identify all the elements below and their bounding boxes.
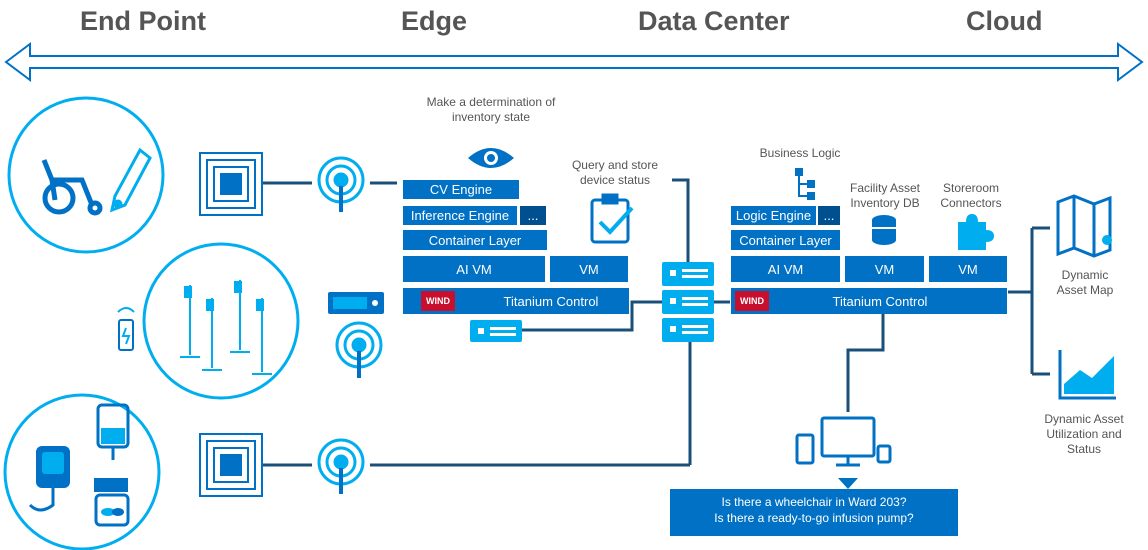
- clipboard-check-icon: [590, 193, 634, 244]
- antenna-bottom-icon: [317, 438, 365, 494]
- query-callout: Is there a wheelchair in Ward 203? Is th…: [670, 489, 958, 536]
- business-logic-label: Business Logic: [759, 146, 841, 160]
- edge-container-layer: Container Layer: [403, 230, 547, 250]
- cloud-titanium-label: Titanium Control: [832, 293, 928, 309]
- infusion-circle: [3, 393, 161, 550]
- cloud-vm-1: VM: [845, 256, 924, 282]
- database-icon: [872, 215, 896, 245]
- devices-icon: [795, 416, 892, 467]
- cloud-ai-vm: AI VM: [731, 256, 840, 282]
- header-endpoint: End Point: [80, 6, 206, 36]
- business-logic-icon: [795, 168, 815, 200]
- edge-ai-vm: AI VM: [403, 256, 545, 282]
- thermometer-icon: [109, 147, 152, 213]
- determination-label: Make a determination of inventory state: [426, 95, 556, 124]
- asset-map-label: Dynamic Asset Map: [1056, 268, 1114, 297]
- connection-lines: [263, 178, 1050, 467]
- rfid-tag-bottom-icon: [199, 433, 263, 497]
- iv-pole-circle: [142, 242, 300, 400]
- area-chart-icon: [1058, 350, 1116, 400]
- datacenter-servers-icon: [662, 262, 714, 342]
- logic-engine-block: Logic Engine: [731, 206, 816, 225]
- header-cloud: Cloud: [966, 6, 1043, 36]
- facility-db-label: Facility Asset Inventory DB: [849, 181, 921, 210]
- map-icon: [1056, 194, 1112, 258]
- antenna-mid-icon: [335, 321, 383, 378]
- edge-wind-logo: WIND: [421, 291, 455, 311]
- callout-line-1: Is there a wheelchair in Ward 203?: [721, 495, 907, 509]
- callout-pointer: [838, 478, 858, 489]
- utilization-label: Dynamic Asset Utilization and Status: [1044, 412, 1124, 456]
- edge-more-block: ...: [520, 206, 546, 225]
- puzzle-icon: [958, 214, 994, 250]
- wheelchair-circle: [7, 96, 165, 254]
- inference-engine-block: Inference Engine: [403, 206, 517, 225]
- antenna-top-icon: [317, 156, 365, 212]
- infusion-pump-icon: [28, 403, 130, 527]
- rfid-tag-top-icon: [199, 152, 263, 216]
- wheelchair-icon: [41, 159, 103, 216]
- cloud-vm-2: VM: [929, 256, 1007, 282]
- storeroom-label: Storeroom Connectors: [940, 181, 1002, 210]
- edge-vm: VM: [550, 256, 628, 282]
- edge-titanium-label: Titanium Control: [503, 293, 599, 309]
- cloud-container-layer: Container Layer: [731, 230, 840, 250]
- callout-line-2: Is there a ready-to-go infusion pump?: [714, 511, 914, 525]
- iv-poles-icon: [180, 280, 272, 375]
- cloud-titanium-control: Titanium Control: [731, 288, 1007, 314]
- reader-device-icon: [328, 292, 384, 314]
- spectrum-arrow: [4, 42, 1144, 82]
- edge-server-icon: [470, 320, 522, 342]
- header-datacenter: Data Center: [638, 6, 790, 36]
- query-label: Query and store device status: [571, 158, 659, 187]
- eye-icon: [468, 148, 514, 168]
- cloud-more-block: ...: [818, 206, 840, 225]
- cloud-wind-logo: WIND: [735, 291, 769, 311]
- battery-icon: [117, 307, 135, 351]
- header-edge: Edge: [401, 6, 468, 36]
- cv-engine-block: CV Engine: [403, 180, 519, 199]
